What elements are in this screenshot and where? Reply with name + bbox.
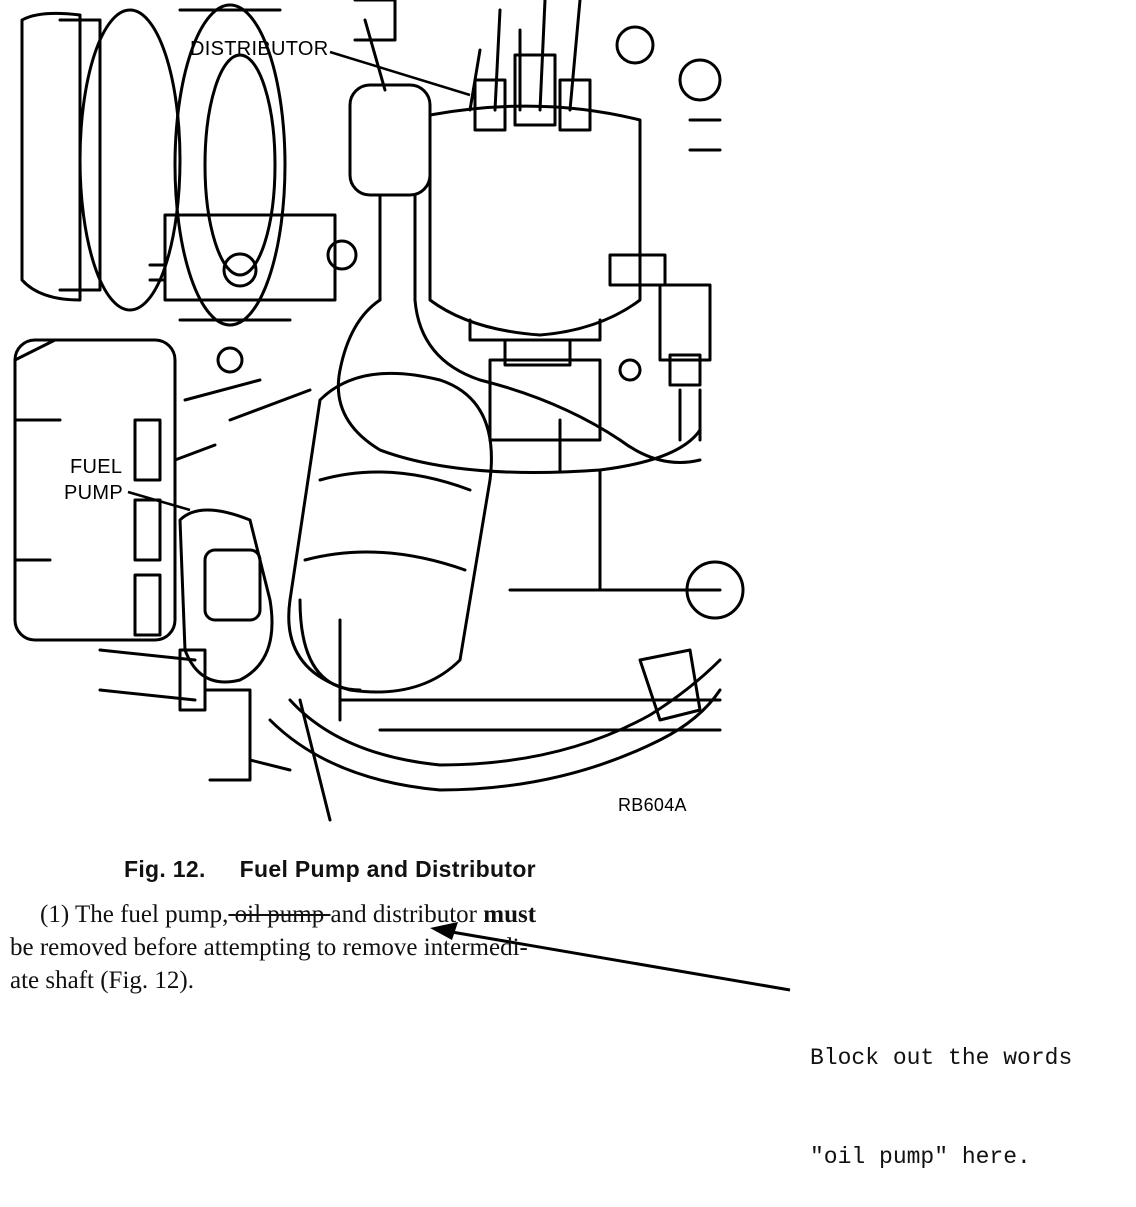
distributor-cap <box>428 104 642 337</box>
vacuum-advance <box>348 83 432 197</box>
instruction-line-1: (1) The fuel pump, oil pump and distribu… <box>40 900 536 930</box>
bolt <box>326 239 358 271</box>
caption-title: Fuel Pump and Distributor <box>239 856 536 882</box>
engine-illustration <box>13 0 791 992</box>
note-line-2: "oil pump" here. <box>810 1144 1031 1170</box>
note-arrow-line <box>439 928 791 992</box>
bolt <box>222 252 258 288</box>
pulley-left <box>78 8 182 312</box>
editor-note: Block out the words "oil pump" here. <box>810 976 1072 1207</box>
struck-text: oil pump <box>228 901 331 928</box>
leader-distributor <box>329 50 471 97</box>
bolt <box>216 346 244 374</box>
figure-code: RB604A <box>618 795 687 815</box>
label-pump: PUMP <box>64 482 123 504</box>
instruction-text-b: and distributor <box>330 901 484 928</box>
note-line-1: Block out the words <box>810 1045 1073 1071</box>
label-fuel: FUEL <box>70 456 123 478</box>
figure-caption: Fig. 12. Fuel Pump and Distributor <box>124 856 536 883</box>
pulley-outer-left <box>20 11 82 302</box>
instruction-text-a: (1) The fuel pump, <box>40 901 229 928</box>
instruction-line-3: ate shaft (Fig. 12). <box>10 967 194 994</box>
caption-number: Fig. 12. <box>124 856 206 882</box>
label-distributor: DISTRIBUTOR <box>190 38 329 60</box>
oil-filter <box>287 371 493 694</box>
connector <box>658 283 712 362</box>
leader-fuel-pump <box>127 490 191 512</box>
fuel-pump-outlet <box>203 548 262 622</box>
note-arrowhead <box>430 922 458 940</box>
instruction-emphasis: must <box>483 901 537 928</box>
instruction-line-2: be removed before attempting to remove i… <box>10 934 528 961</box>
bracket <box>163 213 337 302</box>
fuel-pump-body <box>13 338 177 642</box>
pulley-right <box>173 3 287 327</box>
